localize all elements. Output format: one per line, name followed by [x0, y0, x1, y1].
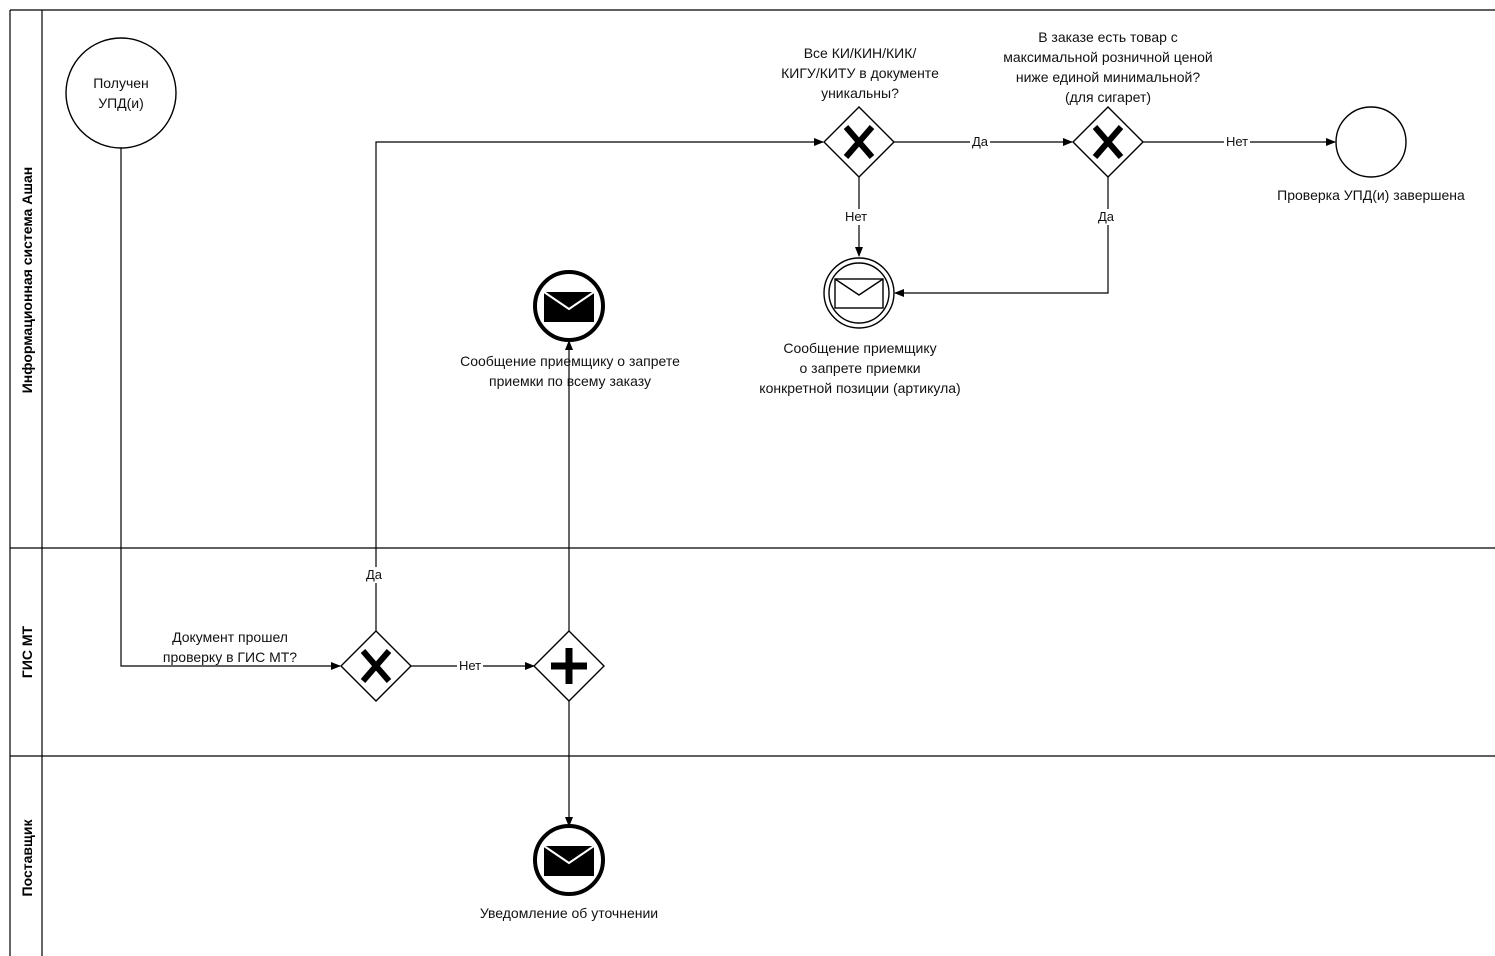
message-order-label: Сообщение приемщику о запрете приемки по… — [460, 353, 680, 389]
gateway-unique — [823, 106, 895, 178]
flow-start-to-gis — [120, 148, 341, 670]
pool — [9, 9, 1495, 956]
end-event — [1335, 106, 1407, 178]
gateway-unique-label: Все КИ/КИН/КИК/ КИГУ/КИТУ в документе ун… — [781, 45, 939, 101]
envelope-icon — [543, 291, 595, 322]
gateway-price — [1072, 106, 1144, 178]
sequence-flows — [120, 138, 1336, 827]
edge-label-unique-yes: Да — [970, 134, 991, 150]
message-end-order — [533, 270, 605, 342]
gateway-gis-check — [340, 630, 412, 702]
edge-label-price-yes: Да — [1096, 209, 1117, 225]
gateway-price-label: В заказе есть товар с максимальной розни… — [1003, 29, 1213, 105]
flow-gis-yes — [375, 138, 824, 631]
message-end-supplier — [533, 824, 605, 896]
edge-label-gis-no: Нет — [457, 658, 484, 674]
end-event-label: Проверка УПД(и) завершена — [1277, 187, 1465, 203]
gateway-gis-check-label: Документ прошел проверку в ГИС МТ? — [162, 629, 298, 665]
envelope-icon — [834, 278, 884, 309]
exclusive-x-icon — [360, 649, 392, 683]
edge-label-price-no: Нет — [1224, 134, 1251, 150]
gateway-parallel — [533, 630, 605, 702]
lane-title-gis-mt: ГИС МТ — [19, 625, 35, 679]
notify-supplier-label: Уведомление об уточнении — [479, 905, 659, 921]
envelope-icon — [543, 845, 595, 876]
message-event-item — [823, 257, 895, 329]
start-event — [65, 37, 177, 149]
lane-title-supplier: Поставщик — [19, 819, 35, 897]
lane-title-ashan: Информационная система Ашан — [19, 166, 35, 394]
message-item-label: Сообщение приемщику о запрете приемки ко… — [759, 340, 961, 396]
exclusive-x-icon — [1092, 125, 1124, 159]
edge-label-gis-yes: Да — [364, 567, 385, 583]
parallel-plus-icon — [551, 648, 587, 684]
edge-label-unique-no: Нет — [843, 209, 870, 225]
exclusive-x-icon — [843, 125, 875, 159]
flow-price-yes — [894, 177, 1109, 297]
start-event-label: Получен УПД(и) — [93, 75, 149, 111]
